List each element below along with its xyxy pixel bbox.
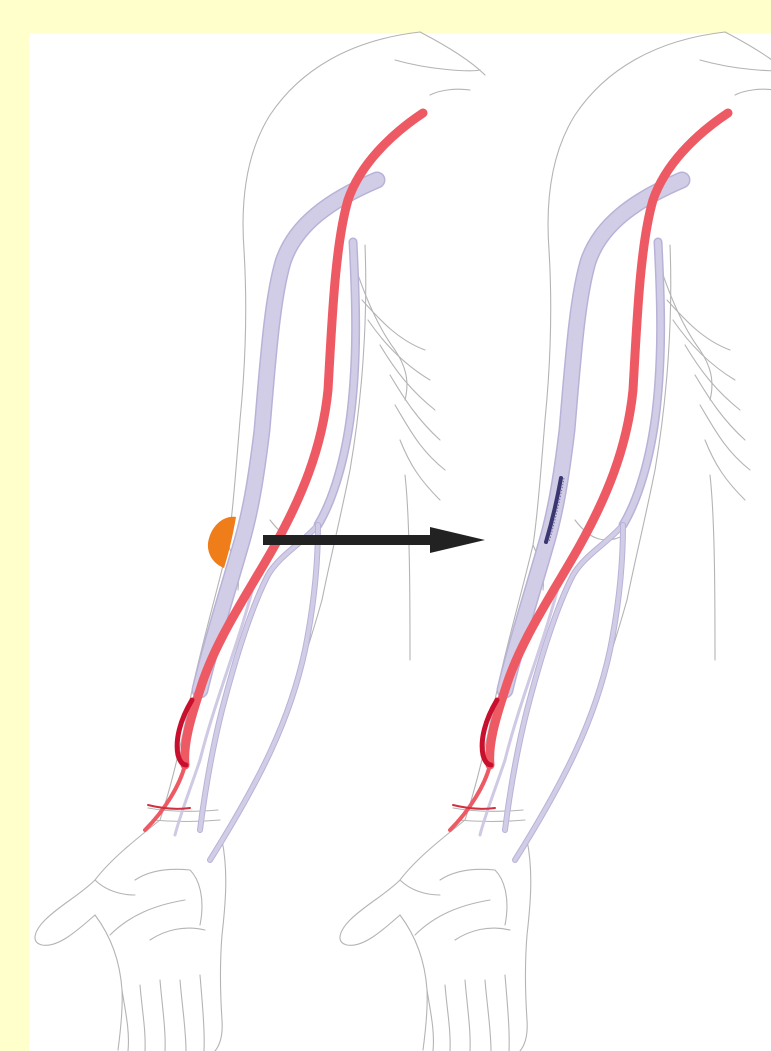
arm-fistula-diagram	[0, 0, 771, 1051]
